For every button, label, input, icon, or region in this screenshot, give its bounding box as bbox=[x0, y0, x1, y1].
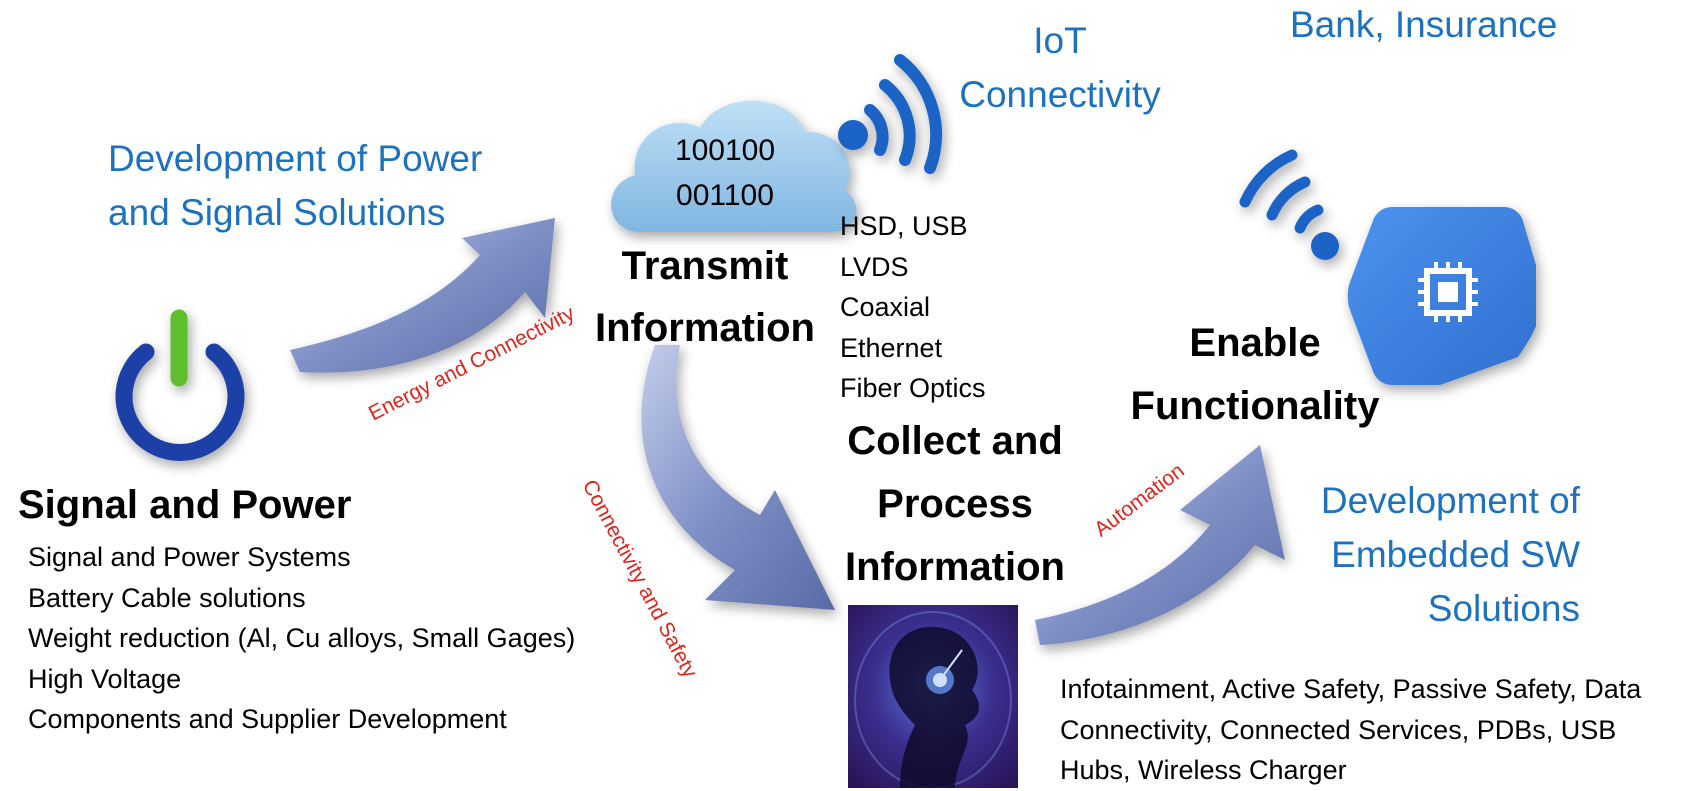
heading-iot: IoT Connectivity bbox=[959, 20, 1161, 115]
list-item: Coaxial bbox=[840, 292, 931, 322]
list-item: Fiber Optics bbox=[840, 373, 986, 403]
cloud-icon bbox=[611, 100, 857, 232]
heading-dev-power: Development of Power and Signal Solution… bbox=[108, 138, 483, 233]
arrow-safety bbox=[641, 345, 835, 610]
stage-transmit: Transmit Information bbox=[595, 244, 815, 350]
signal-list: Signal and Power Systems Battery Cable s… bbox=[28, 537, 575, 740]
functionality-text: Infotainment, Active Safety, Passive Saf… bbox=[1060, 674, 1642, 785]
person-ai-icon bbox=[848, 605, 1018, 788]
cloud-line-2: 001100 bbox=[676, 179, 774, 212]
arrow-automation bbox=[1035, 445, 1285, 645]
arrow-energy bbox=[290, 218, 555, 373]
wifi-icon-right bbox=[1239, 149, 1339, 260]
list-item: High Voltage bbox=[28, 663, 182, 694]
list-item: Signal and Power Systems bbox=[28, 542, 351, 572]
chip-icon bbox=[1347, 207, 1536, 385]
list-item: LVDS bbox=[840, 251, 909, 282]
heading-dev-embedded: Development of Embedded SW Solutions bbox=[1320, 480, 1580, 629]
list-item: Ethernet bbox=[840, 332, 943, 363]
power-icon bbox=[115, 309, 245, 461]
stage-collect: Collect and Process Information bbox=[845, 419, 1065, 589]
list-item: Battery Cable solutions bbox=[28, 582, 306, 613]
heading-bank: Bank, Insurance bbox=[1290, 4, 1558, 45]
stage-enable: Enable Functionality bbox=[1130, 321, 1380, 428]
cloud-line-1: 100100 bbox=[674, 134, 776, 167]
list-item: HSD, USB bbox=[840, 211, 968, 241]
list-item: Weight reduction (Al, Cu alloys, Small G… bbox=[28, 623, 576, 653]
list-item: Components and Supplier Development bbox=[28, 704, 507, 734]
cloud-digits: 100100 001100 bbox=[660, 128, 790, 218]
wifi-icon bbox=[838, 54, 943, 174]
transmit-list: HSD, USB LVDS Coaxial Ethernet Fiber Opt… bbox=[840, 206, 986, 409]
stage-signal: Signal and Power bbox=[18, 483, 352, 527]
